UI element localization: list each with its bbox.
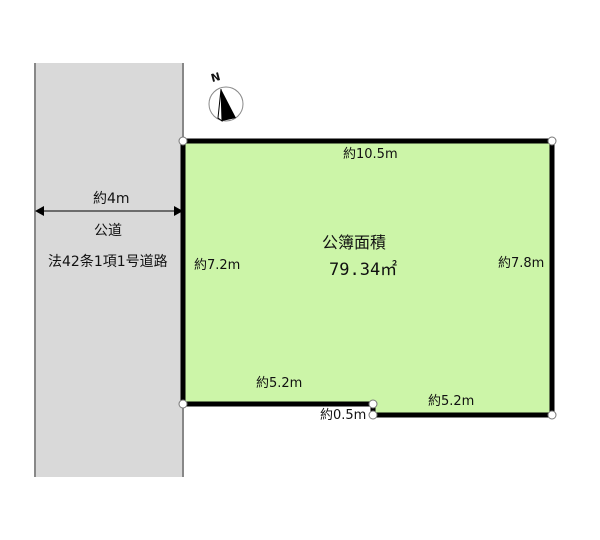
corner-step-top	[368, 399, 378, 409]
road-classification: 法42条1項1号道路	[48, 254, 168, 270]
dimension-bottom-left: 約5.2m	[256, 376, 303, 391]
dimension-bottom-right: 約5.2m	[428, 394, 475, 409]
dimension-left: 約7.2m	[194, 258, 241, 273]
area-title: 公簿面積	[322, 233, 387, 252]
corner-bottom-right	[547, 410, 557, 420]
area-value: 79.34㎡	[329, 260, 398, 280]
public-road	[35, 63, 183, 477]
north-arrow-icon	[208, 86, 244, 123]
corner-markers	[178, 136, 557, 420]
dimension-step: 約0.5m	[320, 408, 367, 423]
road-width-label: 約4m	[93, 191, 130, 207]
road-width-arrow	[35, 206, 183, 216]
road-name: 公道	[94, 223, 122, 239]
dimension-right: 約7.8m	[498, 256, 545, 271]
corner-top-right	[547, 136, 557, 146]
corner-step-bottom	[368, 410, 378, 420]
dimension-top: 約10.5m	[343, 147, 398, 162]
corner-top-left	[178, 136, 188, 146]
corner-bottom-left	[178, 399, 188, 409]
